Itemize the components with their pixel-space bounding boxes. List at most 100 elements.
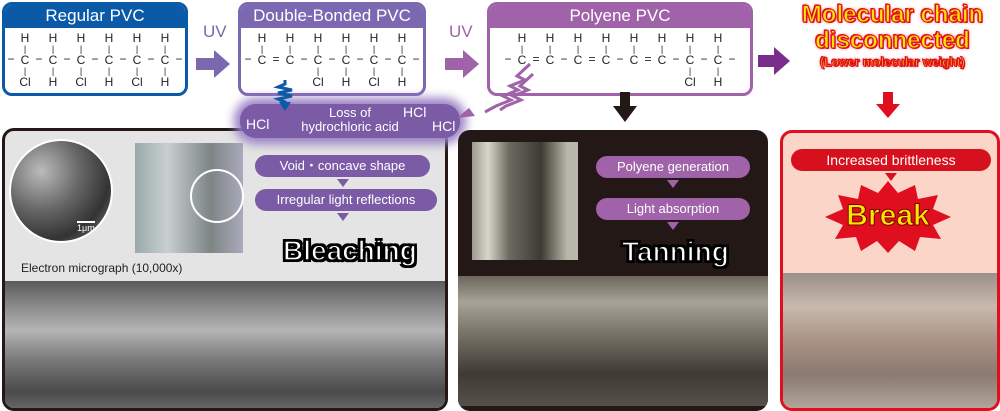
step-polyene-generation: Polyene generation <box>596 156 750 178</box>
micrograph-caption: Electron micrograph (10,000x) <box>21 261 183 275</box>
atom-top: H <box>573 31 583 45</box>
atom-top: H <box>132 31 142 45</box>
tanning-label: Tanning <box>621 235 729 268</box>
bond-vertical: | <box>716 66 720 76</box>
bond-vertical: | <box>288 44 292 54</box>
carbon-column: H|C <box>570 31 586 88</box>
atom-top: H <box>629 31 639 45</box>
atom-carbon: C <box>369 53 379 67</box>
carbon-column: H|C|Cl <box>366 31 382 89</box>
atom-bottom: Cl <box>684 75 696 89</box>
bond: = <box>532 52 540 66</box>
bond-vertical: | <box>400 44 404 54</box>
bond: = <box>588 52 596 66</box>
atom-top: H <box>104 31 114 45</box>
micrograph-image <box>9 139 113 243</box>
bond: − <box>560 52 568 66</box>
bond-vertical: | <box>604 44 608 54</box>
bond: − <box>35 52 43 66</box>
molecule-structure: −H|C=H|C−H|C=H|C−H|C=H|C−H|C|Cl−H|C|H− <box>490 31 750 89</box>
bond-vertical: | <box>632 44 636 54</box>
atom-carbon: C <box>20 53 30 67</box>
atom-carbon: C <box>713 53 723 67</box>
atom-carbon: C <box>601 53 611 67</box>
atom-bottom: Cl <box>368 75 380 89</box>
purple-zigzag-arrows-icon <box>457 62 535 118</box>
carbon-column: H|C|Cl <box>17 32 33 88</box>
tanned-closeup-image <box>472 142 578 260</box>
bleached-pipe-photo <box>5 281 445 408</box>
atom-carbon: C <box>132 53 142 67</box>
bond: − <box>175 52 183 66</box>
hcl-cloud <box>240 104 460 138</box>
carbon-column: H|C <box>542 32 558 88</box>
atom-top: H <box>601 31 611 45</box>
carbon-column: H|C <box>626 31 642 88</box>
atom-top: H <box>369 31 379 45</box>
atom-top: H <box>313 31 323 45</box>
bond: − <box>63 52 71 66</box>
bond: − <box>672 52 680 66</box>
atom-top: H <box>685 31 695 45</box>
chain-subtitle: (Lower molecular weight) <box>820 55 966 70</box>
bond: − <box>300 52 308 66</box>
atom-top: H <box>257 31 267 45</box>
bond-vertical: | <box>107 44 111 54</box>
bond-vertical: | <box>400 66 404 76</box>
red-arrow-down-icon <box>876 92 900 118</box>
atom-carbon: C <box>48 53 58 67</box>
hcl-label: HCl <box>246 116 270 132</box>
step-light-absorption: Light absorption <box>596 198 750 220</box>
regular-pvc-box: Regular PVC −H|C|Cl−H|C|H−H|C|Cl−H|C|H−H… <box>2 2 188 96</box>
atom-bottom: H <box>341 75 351 89</box>
step-arrow-icon <box>885 173 897 181</box>
loss-line1: Loss of <box>329 105 371 120</box>
carbon-column: H|C|Cl <box>682 31 698 89</box>
break-panel: Increased brittleness Break <box>780 130 1000 411</box>
step-arrow-icon <box>337 213 349 221</box>
atom-bottom: Cl <box>75 75 87 89</box>
atom-bottom: Cl <box>131 75 143 89</box>
bond-vertical: | <box>107 66 111 76</box>
atom-carbon: C <box>313 53 323 67</box>
atom-bottom: H <box>48 75 58 89</box>
loss-line2: hydrochloric acid <box>301 119 399 134</box>
step-arrow-icon <box>667 222 679 230</box>
bond-vertical: | <box>260 44 264 54</box>
bond: − <box>728 52 736 66</box>
atom-carbon: C <box>397 53 407 67</box>
chain-disconnected-title: Molecular chain disconnected (Lower mole… <box>785 1 1000 70</box>
bond: − <box>328 52 336 66</box>
bond-vertical: | <box>688 44 692 54</box>
zoom-circle <box>190 169 244 223</box>
bond-vertical: | <box>316 44 320 54</box>
atom-carbon: C <box>573 53 583 67</box>
atom-bottom: H <box>713 75 723 89</box>
atom-carbon: C <box>341 53 351 67</box>
bond-vertical: | <box>344 44 348 54</box>
atom-carbon: C <box>76 53 86 67</box>
uv-arrow-icon <box>445 50 479 78</box>
uv-label: UV <box>203 22 227 41</box>
broken-pipe-photo <box>783 273 997 408</box>
bond-vertical: | <box>51 66 55 76</box>
step-void: Void・concave shape <box>255 155 430 177</box>
bleaching-label: Bleaching <box>282 234 417 267</box>
bond-vertical: | <box>372 66 376 76</box>
burst-shape-icon <box>825 181 951 253</box>
box-title: Regular PVC <box>5 5 185 28</box>
bond-vertical: | <box>548 44 552 54</box>
bond-vertical: | <box>163 66 167 76</box>
atom-top: H <box>657 31 667 45</box>
bleaching-panel: 1μm Electron micrograph (10,000x) Void・c… <box>2 128 448 411</box>
bond-vertical: | <box>79 44 83 54</box>
bond-vertical: | <box>51 44 55 54</box>
bond: − <box>244 52 252 66</box>
bond-vertical: | <box>520 44 524 54</box>
bond-vertical: | <box>576 44 580 54</box>
atom-bottom: H <box>397 75 407 89</box>
carbon-column: H|C|H <box>338 32 354 89</box>
carbon-column: H|C <box>514 32 530 88</box>
box-title: Polyene PVC <box>490 5 750 28</box>
bond: − <box>91 52 99 66</box>
